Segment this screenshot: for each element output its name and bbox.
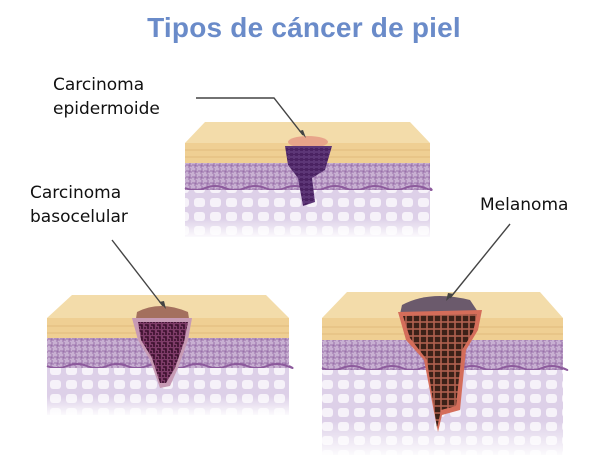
- arrow-heads: [159, 130, 454, 309]
- label-line: Carcinoma: [30, 183, 122, 203]
- label-carcinoma-basocelular: Carcinoma basocelular: [30, 181, 128, 229]
- label-line: epidermoide: [53, 99, 160, 119]
- skin-block-basocelular: [46, 295, 294, 415]
- skin-block-epidermoide: [184, 122, 433, 237]
- leader-lines: [111, 97, 511, 307]
- leader-line-epidermoide: [196, 97, 304, 136]
- label-line: Carcinoma: [53, 75, 145, 95]
- label-line: Melanoma: [480, 195, 569, 215]
- label-line: basocelular: [30, 207, 128, 227]
- page-title: Tipos de cáncer de piel: [147, 12, 461, 43]
- label-melanoma: Melanoma: [480, 193, 568, 217]
- label-carcinoma-epidermoide: Carcinoma epidermoide: [53, 73, 160, 121]
- skin-block-melanoma: [321, 292, 569, 455]
- leader-line-melanoma: [449, 223, 511, 299]
- leader-line-basocelular: [111, 239, 164, 307]
